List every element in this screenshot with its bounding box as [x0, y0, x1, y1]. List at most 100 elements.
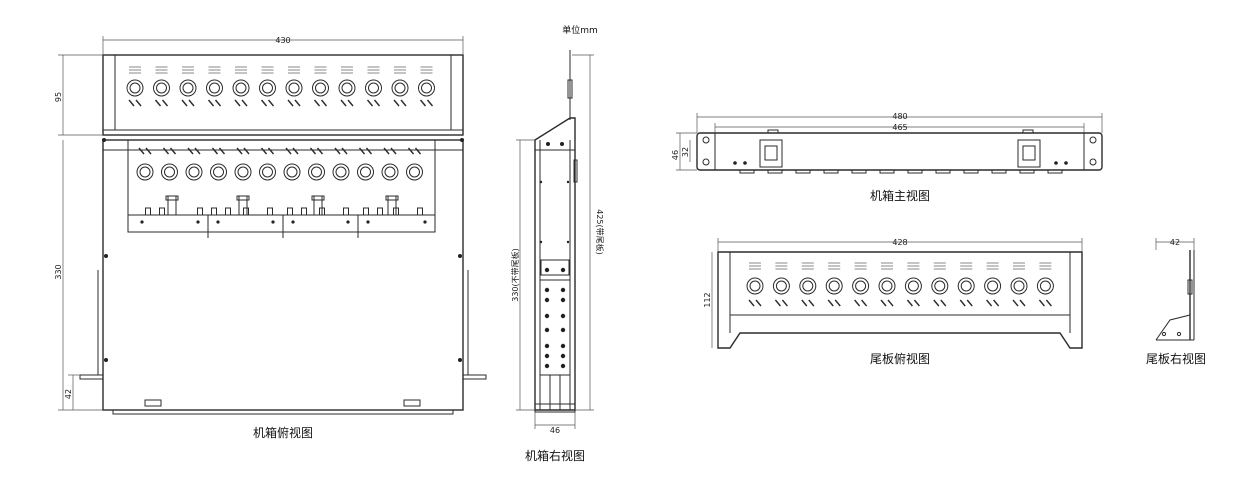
vent-slash — [243, 147, 250, 155]
side-port — [544, 327, 550, 333]
vent-slash — [267, 147, 275, 155]
vent-slash — [135, 99, 142, 107]
port-ring — [904, 277, 922, 295]
port-core — [182, 82, 194, 94]
connector-large — [313, 195, 323, 216]
port-core — [213, 166, 224, 178]
port-ring — [931, 277, 949, 295]
foot — [739, 169, 755, 174]
side-port — [544, 353, 550, 359]
vent-slash — [400, 99, 407, 107]
foot — [1047, 169, 1063, 174]
vent-slash — [993, 299, 1000, 307]
port-core — [855, 280, 867, 292]
dim-42-tail: 42 — [1170, 238, 1180, 247]
port-core — [315, 82, 326, 94]
vent-slash — [781, 299, 788, 307]
dim-112: 112 — [703, 292, 712, 307]
connector-stub — [145, 207, 151, 216]
chassis-top-view: 430 95 330 42 机箱俯视图 — [54, 36, 487, 440]
port-ring — [1036, 277, 1054, 295]
vent-slash — [214, 99, 222, 107]
chassis-right-view: 330(不带尾板) 425(带尾板) 46 单位mm 机箱右视图 — [510, 24, 605, 463]
connector-cap — [311, 195, 325, 201]
port-ring — [957, 277, 975, 295]
vent-slash — [407, 147, 415, 155]
front-feet — [739, 169, 1063, 174]
caption-chassis-right: 机箱右视图 — [525, 448, 585, 463]
dim-480: 480 — [892, 112, 907, 121]
port-core — [934, 280, 946, 292]
port-ring — [206, 79, 223, 97]
vent-slash — [986, 299, 993, 307]
foot — [935, 169, 951, 174]
dim-46-height: 46 — [671, 150, 680, 160]
port-ring — [283, 163, 301, 181]
vent-slash — [373, 99, 381, 107]
vent-slash — [774, 299, 781, 307]
connector-cap — [236, 195, 250, 201]
caption-tail-top: 尾板俯视图 — [870, 351, 930, 366]
port-core — [311, 166, 322, 178]
port-core — [802, 280, 814, 292]
port-core — [409, 166, 420, 178]
port-ring — [259, 163, 276, 181]
port-core — [360, 166, 371, 178]
vent-slash — [169, 147, 177, 155]
port-core — [1039, 280, 1051, 292]
side-port — [560, 363, 566, 369]
foot — [879, 169, 895, 174]
vent-slash — [393, 99, 400, 107]
vent-slash — [234, 99, 241, 107]
foot — [767, 169, 783, 174]
port-ring — [852, 277, 870, 295]
foot — [991, 169, 1007, 174]
vent-slash — [236, 147, 243, 155]
port-ring — [232, 79, 250, 97]
vent-slash — [260, 99, 268, 107]
vent-slash — [316, 147, 324, 155]
vent-slash — [313, 99, 321, 107]
vent-slash — [748, 299, 755, 307]
side-port — [544, 363, 550, 369]
port-ring — [308, 163, 325, 181]
side-port — [560, 267, 566, 273]
port-ring — [825, 277, 843, 295]
port-ring — [332, 163, 350, 181]
connector-stub — [287, 207, 293, 216]
vent-slash — [426, 99, 434, 107]
vent-slash — [383, 147, 390, 155]
port-core — [237, 166, 249, 178]
port-core — [262, 82, 273, 94]
side-port — [560, 313, 566, 319]
vent-slash — [1038, 299, 1045, 307]
port-core — [341, 82, 353, 94]
vent-slash — [285, 147, 292, 155]
port-ring — [418, 79, 435, 97]
port-core — [421, 82, 432, 94]
port-ring — [312, 79, 329, 97]
vent-slash — [181, 99, 188, 107]
vent-slash — [887, 299, 894, 307]
port-core — [164, 166, 175, 178]
connector-stub — [225, 207, 231, 216]
port-ring — [391, 79, 409, 97]
caption-chassis-top: 机箱俯视图 — [253, 425, 313, 440]
port-core — [156, 82, 167, 94]
port-ring — [746, 277, 764, 295]
bar-connectors — [145, 195, 423, 216]
foot — [1019, 169, 1035, 174]
vent-slash — [341, 147, 348, 155]
port-ring — [799, 277, 817, 295]
port-block — [540, 259, 570, 276]
vent-slash — [260, 147, 268, 155]
side-port — [560, 287, 566, 293]
foot — [795, 169, 811, 174]
vent-slash — [365, 147, 373, 155]
dim-32: 32 — [681, 147, 690, 157]
vent-slash — [390, 147, 397, 155]
connector-cap — [165, 195, 179, 201]
port-core — [286, 166, 298, 178]
port-ring — [161, 163, 178, 181]
port-ring — [285, 79, 303, 97]
